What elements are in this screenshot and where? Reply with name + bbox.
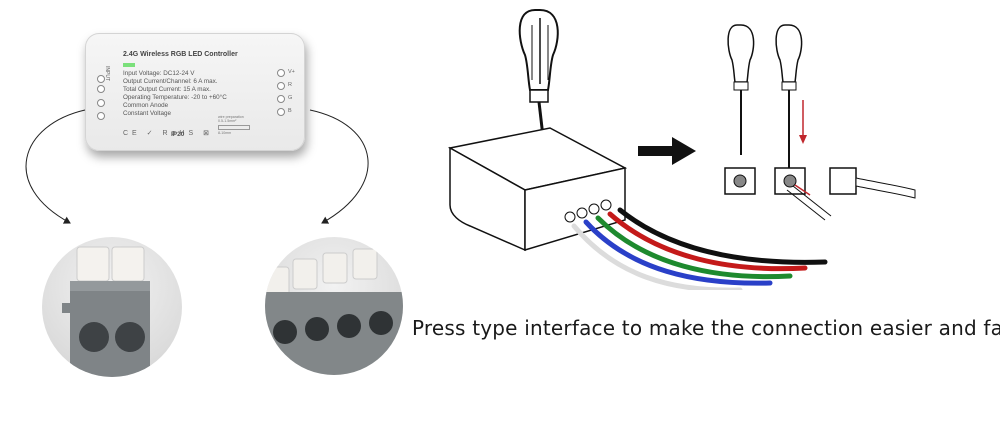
- pin-label-r: R: [288, 82, 292, 88]
- wire-length: 8-10mm: [218, 131, 232, 135]
- terminal-2pin-graphic: [62, 246, 150, 377]
- right-arrow-icon: [638, 137, 696, 165]
- controller-sketch: [447, 127, 628, 252]
- wire-prep-text: wire preparation 0.5-1.5mm²: [218, 115, 244, 123]
- input-pin-3: [97, 99, 105, 107]
- output-pin-4: [277, 108, 285, 116]
- spec-common-anode: Common Anode: [123, 102, 169, 109]
- spec-input-voltage: Input Voltage: DC12-24 V: [123, 70, 195, 77]
- spec-output-current: Output Current/Channel: 6 A max.: [123, 78, 218, 85]
- wire-strip-diagram: [218, 125, 250, 130]
- certification-icons: CE ✓ RoHS ⊠: [123, 130, 213, 137]
- rgb-wires: [571, 207, 828, 290]
- screwdriver-small-1-icon: [727, 24, 755, 155]
- wiring-illustration: [447, 9, 828, 290]
- output-pin-3: [277, 95, 285, 103]
- controller-title: 2.4G Wireless RGB LED Controller: [123, 51, 238, 58]
- terminal-photo-4pin: [265, 237, 403, 375]
- left-arrow: [25, 109, 86, 224]
- pin-label-vplus: V+: [288, 69, 295, 75]
- ip-rating: IP20: [171, 131, 185, 138]
- status-led: [123, 63, 135, 67]
- right-arrow: [309, 109, 369, 224]
- caption-text: Press type interface to make the connect…: [412, 316, 1000, 340]
- spec-operating-temp: Operating Temperature: -20 to +60°C: [123, 94, 227, 101]
- spec-total-current: Total Output Current: 15 A max.: [123, 86, 211, 93]
- output-pin-1: [277, 69, 285, 77]
- wire-prep-note: wire preparation 0.5-1.5mm² 8-10mm: [218, 115, 250, 135]
- output-pin-2: [277, 82, 285, 90]
- screwdriver-small-2-icon: [775, 24, 803, 170]
- press-terminal-detail: [724, 24, 916, 221]
- pin-label-g: G: [288, 95, 293, 101]
- terminal-wired: [829, 167, 857, 195]
- terminal-photo-2pin: [42, 237, 182, 377]
- pin-label-b: B: [288, 108, 292, 114]
- terminal-4pin-graphic: [265, 248, 403, 375]
- input-pin-1: [97, 75, 105, 83]
- input-pin-2: [97, 85, 105, 93]
- screwdriver-icon: [518, 9, 559, 181]
- controller-box: 2.4G Wireless RGB LED Controller Input V…: [85, 33, 305, 151]
- spec-constant-voltage: Constant Voltage: [123, 110, 171, 117]
- input-pin-4: [97, 112, 105, 120]
